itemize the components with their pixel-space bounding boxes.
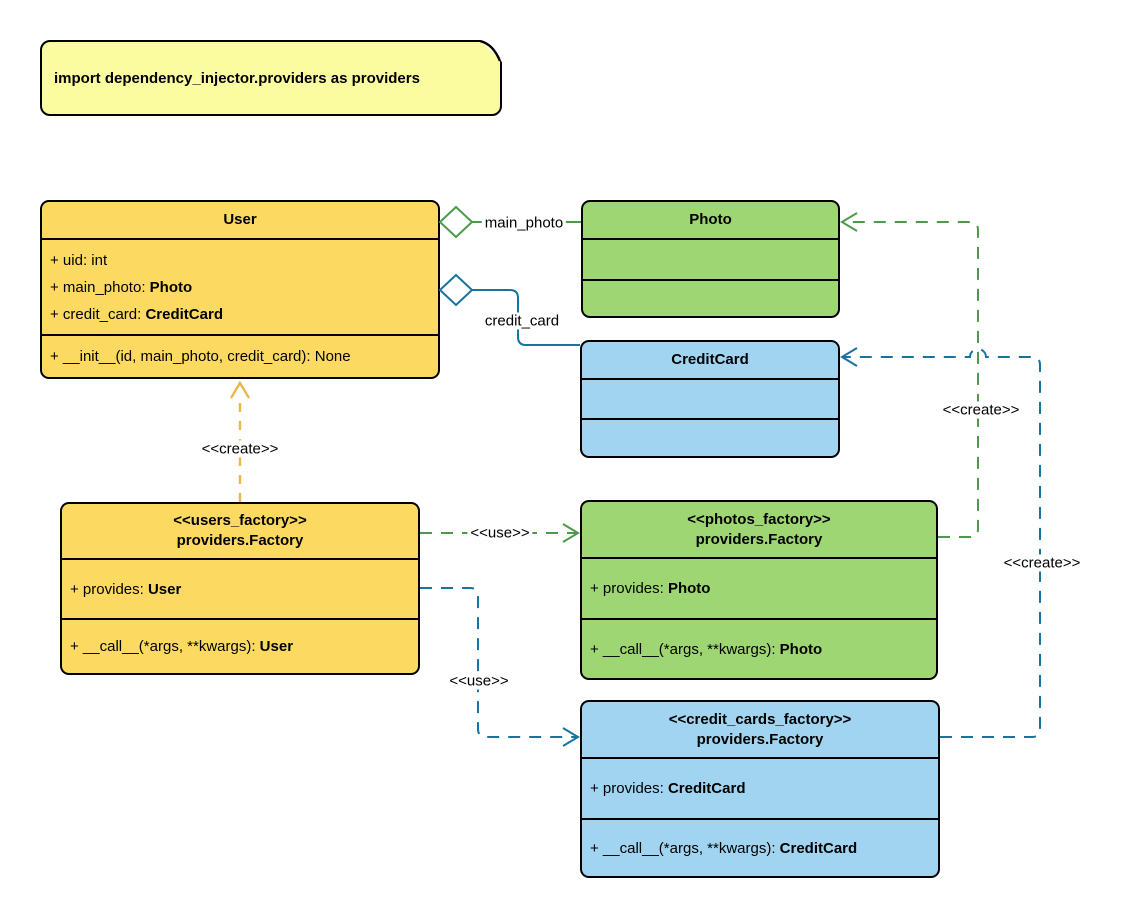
classname-label: providers.Factory xyxy=(695,530,823,548)
stereotype-label: <<users_factory>> xyxy=(173,512,307,529)
class-creditcard-attributes xyxy=(582,378,838,418)
class-credit-cards-factory-attributes: + provides: CreditCard xyxy=(582,757,938,818)
edge-label-create-credit-card[interactable]: <<create>> xyxy=(1000,554,1084,572)
stereotype-label: <<photos_factory>> xyxy=(687,510,831,528)
method-row: + __init__(id, main_photo, credit_card):… xyxy=(50,348,351,365)
open-arrowhead-icon xyxy=(562,523,580,543)
open-arrowhead-icon xyxy=(229,380,251,399)
attribute-row: + provides: Photo xyxy=(590,580,711,597)
attribute-row: + provides: User xyxy=(70,580,182,598)
attribute-row: + credit_card: CreditCard xyxy=(50,305,223,323)
note-text: import dependency_injector.providers as … xyxy=(54,69,420,87)
edge-label-credit-card[interactable]: credit_card xyxy=(481,312,563,330)
edge-label-create-photo[interactable]: <<create>> xyxy=(939,401,1023,419)
class-photos-factory[interactable]: <<photos_factory>> providers.Factory + p… xyxy=(580,500,938,680)
edge-use-credit-cards-factory[interactable] xyxy=(420,587,580,747)
class-creditcard-methods xyxy=(582,418,838,456)
method-row: + __call__(*args, **kwargs): Photo xyxy=(590,640,823,658)
class-photo-methods xyxy=(583,279,838,316)
classname-label: providers.Factory xyxy=(176,532,304,549)
class-photos-factory-methods: + __call__(*args, **kwargs): Photo xyxy=(582,618,936,678)
attribute-row: + provides: CreditCard xyxy=(590,780,746,797)
edge-label-use-photos[interactable]: <<use>> xyxy=(467,524,533,542)
stereotype-label: <<credit_cards_factory>> xyxy=(668,710,852,728)
class-photo-title: Photo xyxy=(689,211,732,228)
class-users-factory-attributes: + provides: User xyxy=(62,558,418,618)
class-users-factory-methods: + __call__(*args, **kwargs): User xyxy=(62,618,418,673)
aggregation-diamond-icon xyxy=(438,273,474,307)
open-arrowhead-icon xyxy=(840,347,858,367)
open-arrowhead-icon xyxy=(840,212,858,232)
class-photos-factory-title: <<photos_factory>> providers.Factory xyxy=(582,502,936,557)
class-creditcard[interactable]: CreditCard xyxy=(580,340,840,458)
edge-label-create-user[interactable]: <<create>> xyxy=(198,440,282,458)
class-creditcard-title: CreditCard xyxy=(671,351,749,368)
edge-label-use-credit-cards[interactable]: <<use>> xyxy=(446,672,512,690)
attribute-row: + uid: int xyxy=(50,251,108,269)
classname-label: providers.Factory xyxy=(696,730,824,748)
note-import-statement[interactable]: import dependency_injector.providers as … xyxy=(40,40,502,116)
note-fold-icon xyxy=(480,40,502,62)
class-user[interactable]: User + uid: int + main_photo: Photo + cr… xyxy=(40,200,440,379)
class-user-title: User xyxy=(223,211,257,228)
edge-label-main-photo[interactable]: main_photo xyxy=(481,214,567,232)
class-user-attributes: + uid: int + main_photo: Photo + credit_… xyxy=(42,238,438,334)
class-credit-cards-factory-methods: + __call__(*args, **kwargs): CreditCard xyxy=(582,818,938,876)
class-photo[interactable]: Photo xyxy=(581,200,840,318)
class-photo-attributes xyxy=(583,238,838,279)
edge-create-photo[interactable] xyxy=(840,212,979,538)
edge-aggregation-credit-card[interactable] xyxy=(438,273,580,346)
attribute-row: + main_photo: Photo xyxy=(50,278,193,296)
method-row: + __call__(*args, **kwargs): User xyxy=(70,638,294,655)
class-credit-cards-factory[interactable]: <<credit_cards_factory>> providers.Facto… xyxy=(580,700,940,878)
class-photos-factory-attributes: + provides: Photo xyxy=(582,557,936,618)
class-user-methods: + __init__(id, main_photo, credit_card):… xyxy=(42,334,438,377)
open-arrowhead-icon xyxy=(562,727,580,747)
class-credit-cards-factory-title: <<credit_cards_factory>> providers.Facto… xyxy=(582,702,938,757)
aggregation-diamond-icon xyxy=(438,205,474,239)
class-users-factory[interactable]: <<users_factory>> providers.Factory + pr… xyxy=(60,502,420,675)
class-users-factory-title: <<users_factory>> providers.Factory xyxy=(62,504,418,558)
method-row: + __call__(*args, **kwargs): CreditCard xyxy=(590,839,858,857)
